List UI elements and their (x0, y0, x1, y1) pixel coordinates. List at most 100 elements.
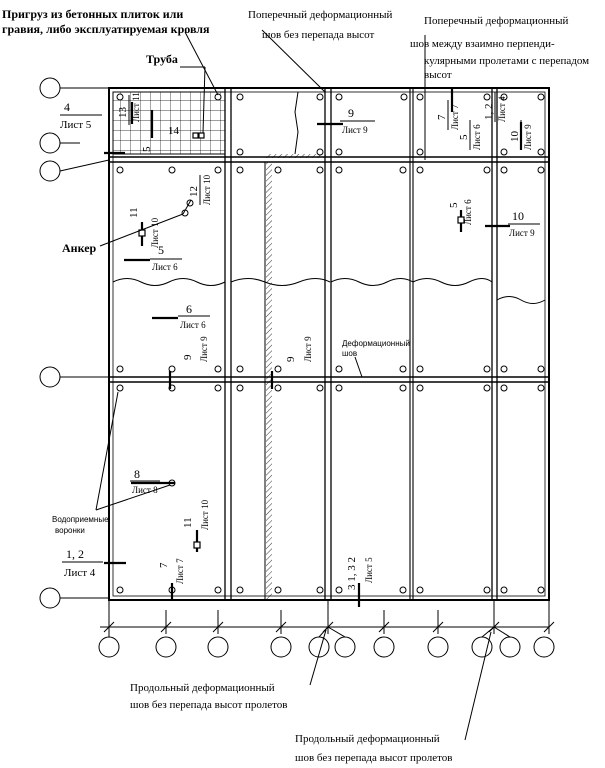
ballast-area (112, 91, 226, 155)
ref-r13: 13 Лист 11 (117, 92, 141, 125)
ref-r5a: 5 (141, 146, 153, 152)
svg-text:Лист 6: Лист 6 (180, 320, 206, 330)
ljoint1-leader (309, 629, 327, 686)
roof-outline (108, 87, 550, 601)
svg-text:13: 13 (117, 107, 129, 119)
ref-r5d: 5 (448, 202, 460, 208)
svg-text:3 1, 3 2: 3 1, 3 2 (346, 557, 358, 590)
ljoint2-callout-1: Продольный деформационный (295, 733, 440, 745)
ref-r11b: 11 (182, 517, 194, 528)
ref-r12b: 1, 2 Лист 4 (62, 547, 103, 579)
svg-text:Лист 6: Лист 6 (463, 199, 473, 225)
anchor-leader2 (182, 199, 192, 215)
svg-text:1, 2: 1, 2 (483, 104, 495, 121)
svg-text:8: 8 (134, 467, 140, 481)
svg-text:5: 5 (141, 146, 153, 152)
tjoint-callout-1: Поперечный деформационный (248, 9, 393, 21)
svg-text:12: 12 (188, 186, 200, 197)
funnel-callout-1: Водоприемные (52, 515, 109, 524)
ref-r11a-sheet: Лист 10 (150, 217, 160, 248)
anchor-callout: Анкер (62, 241, 97, 255)
tjoint-leader (261, 29, 326, 93)
svg-text:Лист 9: Лист 9 (509, 228, 535, 238)
joint-callout-1: Деформационный (342, 339, 410, 348)
tjoint-callout-2: шов без перепада высот (262, 29, 374, 41)
ref-r8: 8 Лист 8 (130, 467, 160, 495)
svg-text:9: 9 (182, 354, 194, 360)
ref-r12: 12 Лист 10 (188, 174, 212, 205)
anchor-leader (99, 213, 184, 247)
svg-text:Лист 4: Лист 4 (497, 96, 507, 122)
svg-text:Лист 10: Лист 10 (202, 174, 212, 205)
ref-r14: 14 (168, 125, 180, 137)
joint-callout-2: шов (342, 349, 357, 358)
svg-text:Лист 10: Лист 10 (200, 499, 210, 530)
svg-text:Лист 11: Лист 11 (131, 92, 141, 122)
tjoint2-callout-1: Поперечный деформационный (424, 15, 569, 27)
svg-text:5: 5 (448, 202, 460, 208)
ref-r7b-sheet: Лист 7 (175, 558, 185, 584)
roof-outline-inner (112, 91, 546, 597)
svg-text:11: 11 (182, 517, 194, 528)
svg-text:7: 7 (158, 562, 170, 568)
pipe-leader-2 (202, 66, 206, 134)
ref-r12a: 1, 2 Лист 4 (483, 92, 507, 122)
svg-text:Лист 10: Лист 10 (150, 217, 160, 248)
ref-r9b-sheet: Лист 9 (199, 336, 209, 362)
ref-r312: 3 1, 3 2 (346, 557, 358, 590)
ref-r7a: 7 Лист 7 (436, 100, 460, 130)
ref-r9c-sheet: Лист 9 (303, 336, 313, 362)
svg-text:Лист 5: Лист 5 (364, 557, 374, 583)
svg-text:1, 2: 1, 2 (66, 547, 84, 561)
longitudinal-joints (224, 88, 498, 600)
funnel-leader-1 (95, 391, 119, 511)
ref-r9b: 9 (182, 354, 194, 360)
svg-text:10: 10 (512, 209, 524, 223)
joint-leader (354, 356, 363, 378)
svg-text:Лист 9: Лист 9 (342, 125, 368, 135)
ref-r5c: 5 Лист 6 (150, 243, 182, 272)
svg-text:Лист 7: Лист 7 (450, 104, 460, 130)
ref-r7b: 7 (158, 562, 170, 568)
parapet-strip (266, 162, 272, 600)
ref-r9c: 9 (285, 356, 297, 362)
parapet-strip-top (266, 154, 326, 158)
transverse-joints (109, 156, 549, 383)
svg-text:5: 5 (458, 134, 470, 140)
ref-r10b: 10 Лист 9 (508, 209, 540, 238)
ljoint1-callout-2: шов без перепада высот пролетов (130, 699, 287, 711)
ref-r4: 4 Лист 5 (60, 100, 102, 131)
svg-text:9: 9 (285, 356, 297, 362)
tjoint2-callout-4: высот (424, 69, 452, 81)
svg-text:Лист 9: Лист 9 (199, 336, 209, 362)
ljoint2-callout-2: шов без перепада высот пролетов (295, 752, 452, 764)
ballast-callout-2: гравия, либо эксплуатируемая кровля (2, 22, 210, 36)
svg-text:5: 5 (158, 243, 164, 257)
pipe-callout: Труба (146, 52, 178, 66)
svg-text:Лист 6: Лист 6 (152, 262, 178, 272)
ref-r10a: 10 Лист 9 (509, 120, 533, 150)
svg-text:7: 7 (436, 114, 448, 120)
tjoint2-callout-2: шов между взаимно перпенди- (410, 38, 555, 50)
ref-r11b-sheet: Лист 10 (200, 499, 210, 530)
ref-r6: 6 Лист 6 (178, 302, 210, 330)
svg-text:Лист 4: Лист 4 (64, 567, 96, 579)
ref-r312-sheet: Лист 5 (364, 557, 374, 583)
svg-text:4: 4 (64, 100, 70, 114)
svg-text:Лист 8: Лист 8 (132, 485, 158, 495)
ballast-callout-1: Пригруз из бетонных плиток или (2, 7, 183, 21)
ljoint1-callout-1: Продольный деформационный (130, 682, 275, 694)
funnel-leader-2 (95, 484, 171, 511)
dimension-line (100, 600, 555, 634)
ljoint2-leader (464, 631, 492, 741)
svg-text:Лист 5: Лист 5 (60, 119, 92, 131)
svg-text:Лист 7: Лист 7 (175, 558, 185, 584)
tjoint2-callout-3: кулярными пролетами с перепадом (424, 55, 589, 67)
svg-text:10: 10 (509, 131, 521, 143)
ref-r9a: 9 Лист 9 (340, 106, 375, 135)
axis-bubbles-bottom (98, 626, 555, 658)
axis-bubbles-left (39, 77, 110, 609)
ref-r11a: 11 (128, 207, 140, 218)
ref-r5b: 5 Лист 6 (458, 120, 482, 150)
funnel-callout-2: воронки (55, 526, 85, 535)
